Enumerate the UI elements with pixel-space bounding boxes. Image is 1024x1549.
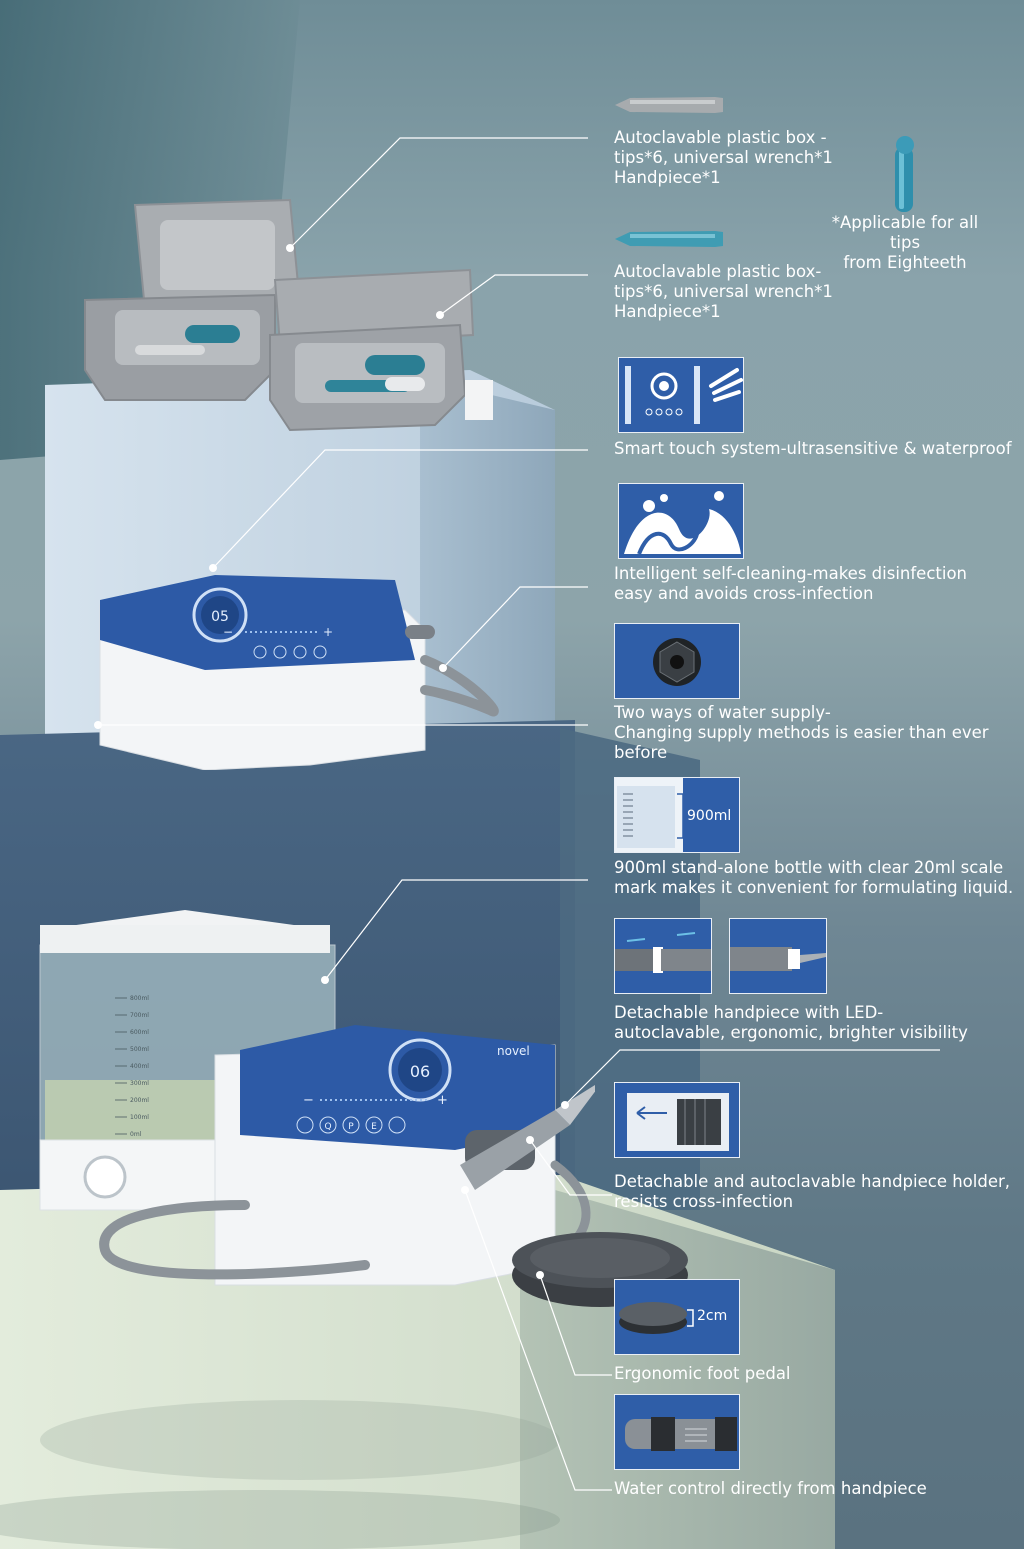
bottle-scale-label: 100ml xyxy=(130,1114,149,1121)
bottle-thumbnail: 900ml xyxy=(614,777,740,853)
feature-caption-smart-touch: Smart touch system-ultrasensitive & wate… xyxy=(614,439,1012,458)
bottom-plus-key: + xyxy=(437,1093,448,1108)
bottle-scale-label: 200ml xyxy=(130,1097,149,1104)
bottle-scale-label: 600ml xyxy=(130,1029,149,1036)
feature-caption-self-cleaning: Intelligent self-cleaning-makes disinfec… xyxy=(614,564,968,603)
foot-pedal-thumbnail: 2cm xyxy=(614,1279,740,1355)
water-connector-icon xyxy=(653,638,701,686)
pedal-height-badge: 2cm xyxy=(697,1308,728,1324)
feature-caption-water-control: Water control directly from handpiece xyxy=(614,1479,927,1498)
tips-note: *Applicable for all tips from Eighteeth xyxy=(831,213,979,272)
top-scaler-device: 05 − + xyxy=(99,575,499,770)
bottle-scale-label: 0ml xyxy=(130,1131,142,1138)
foot-pedal-icon xyxy=(619,1302,694,1334)
bottom-display-readout: 06 xyxy=(410,1062,430,1081)
water-supply-thumbnail xyxy=(614,623,740,699)
handpiece-thumbnail-1 xyxy=(614,918,712,994)
bottle-scale-label: 700ml xyxy=(130,1012,149,1019)
mode-key-q: Q xyxy=(324,1122,331,1132)
top-plus-key: + xyxy=(323,625,333,639)
top-minus-key: − xyxy=(223,625,233,639)
water-control-thumbnail xyxy=(614,1394,740,1470)
teal-tip-icon xyxy=(615,231,723,247)
brand-label: novel xyxy=(497,1044,530,1058)
bottle-scale-marks: 800ml 700ml 600ml 500ml 400ml 300ml 200ml 100ml… xyxy=(115,995,149,1138)
holder-icon xyxy=(627,1093,729,1151)
wave-icon xyxy=(624,491,741,555)
bottle-scale-label: 500ml xyxy=(130,1046,149,1053)
handpiece-thumbnail-2 xyxy=(729,918,827,994)
holder-thumbnail xyxy=(614,1082,740,1158)
feature-caption-handpiece: Detachable handpiece with LED- autoclava… xyxy=(614,1003,968,1042)
feature-caption-bottle: 900ml stand-alone bottle with clear 20ml… xyxy=(614,858,1014,897)
self-cleaning-thumbnail xyxy=(618,483,744,559)
touch-panel-icon xyxy=(625,366,743,424)
water-control-icon xyxy=(625,1417,737,1451)
smart-touch-thumbnail xyxy=(618,357,744,433)
handpiece-detach-icon xyxy=(615,932,711,973)
bottle-scale-label: 400ml xyxy=(130,1063,149,1070)
gray-box-caption: Autoclavable plastic box - tips*6, unive… xyxy=(614,128,833,187)
handpiece-led-icon xyxy=(730,947,826,971)
bottle-scale-label: 300ml xyxy=(130,1080,149,1087)
feature-caption-holder: Detachable and autoclavable handpiece ho… xyxy=(614,1172,1011,1211)
feature-caption-water-supply: Two ways of water supply- Changing suppl… xyxy=(614,703,989,762)
bottom-scaler-device: 800ml 700ml 600ml 500ml 400ml 300ml 200ml 100ml… xyxy=(39,910,595,1286)
bottle-capacity-badge: 900ml xyxy=(687,808,732,824)
gray-tip-icon xyxy=(615,97,723,113)
teal-box-caption: Autoclavable plastic box- tips*6, univer… xyxy=(614,262,833,321)
feature-caption-foot-pedal: Ergonomic foot pedal xyxy=(614,1364,791,1383)
teal-handpiece-icon xyxy=(895,136,914,212)
top-display-readout: 05 xyxy=(211,609,229,625)
bottom-minus-key: − xyxy=(303,1093,314,1108)
mode-key-p: P xyxy=(348,1122,354,1132)
bottle-scale-icon xyxy=(617,778,739,852)
bottle-scale-label: 800ml xyxy=(130,995,149,1002)
mode-key-e: E xyxy=(371,1122,377,1132)
autoclavable-boxes-illustration xyxy=(84,198,493,432)
